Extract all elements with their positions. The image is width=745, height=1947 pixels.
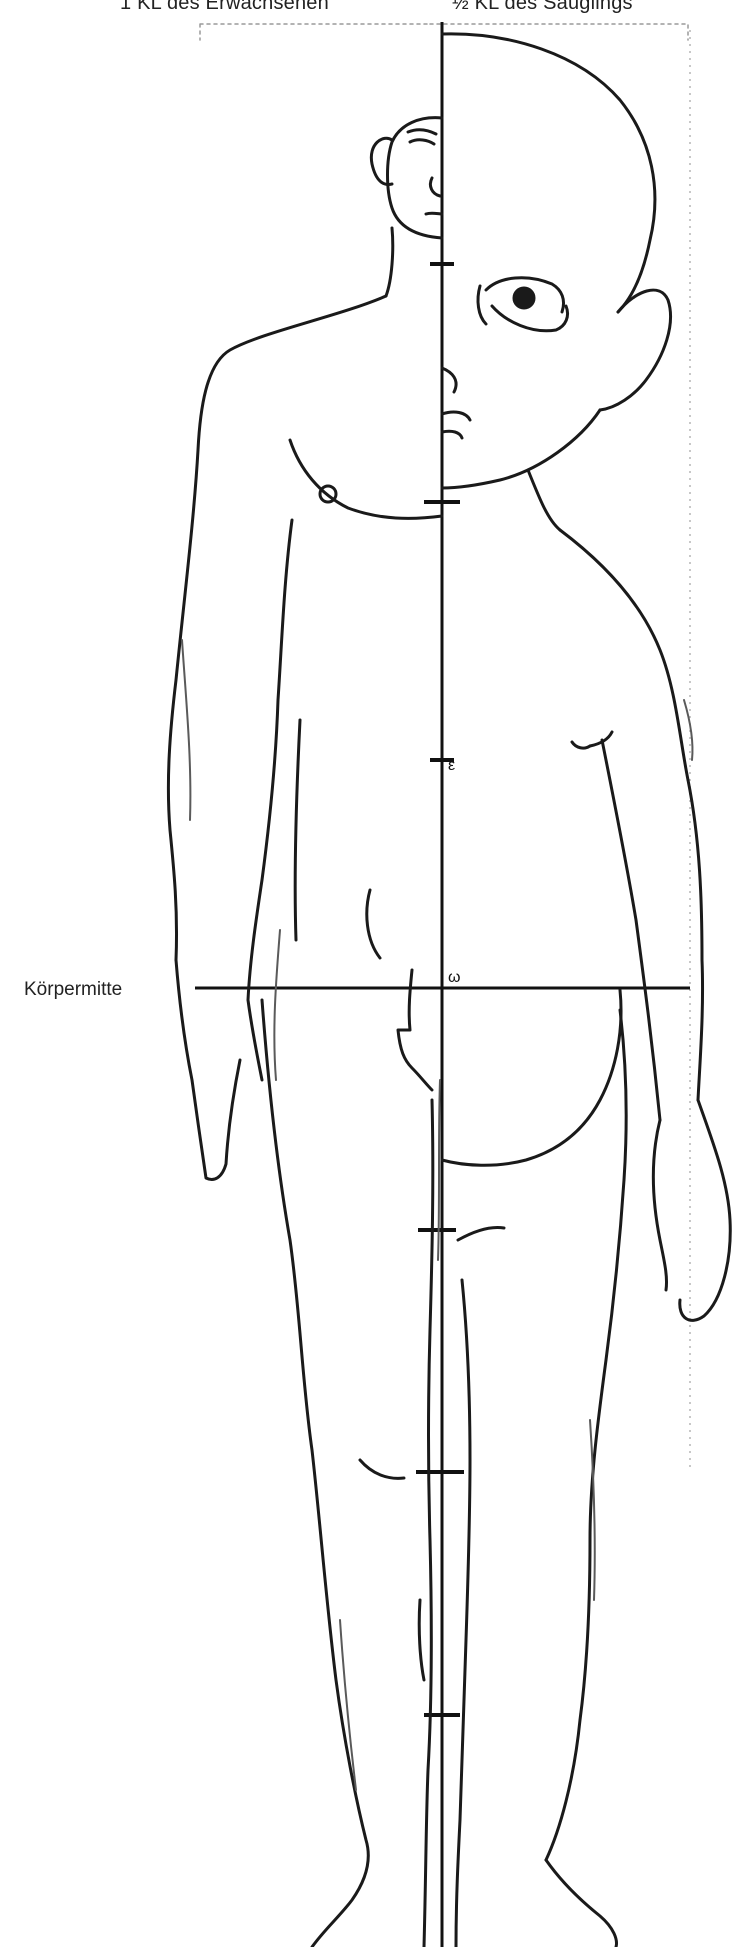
axis-mark-3: ε bbox=[448, 757, 455, 774]
header-bracket-right bbox=[430, 24, 688, 40]
infant-half bbox=[442, 34, 730, 1947]
adult-half bbox=[168, 118, 442, 1947]
axis-mark-4: ω bbox=[448, 969, 461, 986]
header-bracket-left bbox=[200, 24, 430, 40]
